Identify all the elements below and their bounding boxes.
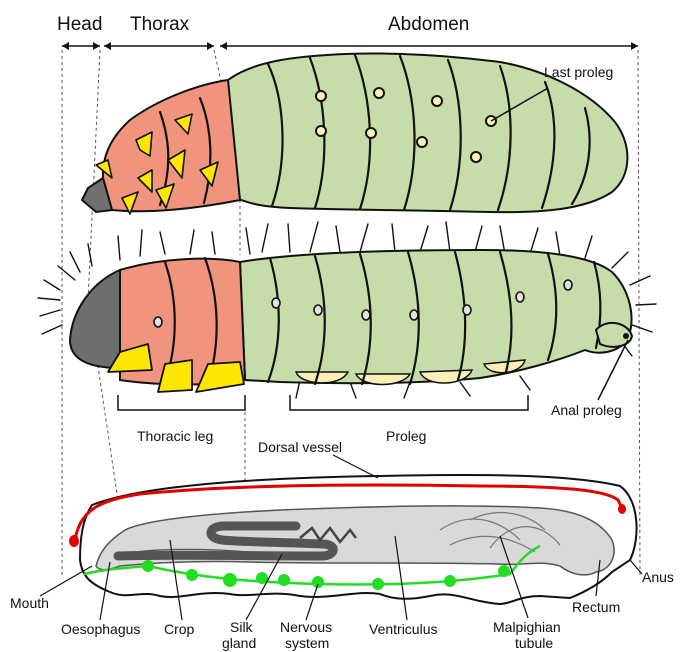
rectum-label: Rectum [572,599,620,615]
caterpillar-side-view [38,222,656,398]
crop-label: Crop [164,621,195,637]
thoracic-leg-label: Thoracic leg [137,428,213,444]
side-head [70,270,120,368]
mouth-label: Mouth [10,595,49,611]
internal-anatomy [69,475,637,604]
proleg-label: Proleg [386,428,426,444]
silk-gland-label-line1: Silk [230,619,254,635]
ventriculus-label: Ventriculus [369,621,437,637]
nervous-system-label-line1: Nervous [280,619,332,635]
oesophagus-label: Oesophagus [61,621,140,637]
last-proleg-label: Last proleg [544,64,613,80]
region-header: Head Thorax Abdomen [57,14,638,50]
side-abdomen [240,250,631,383]
anus-label: Anus [642,569,674,585]
anal-proleg-label: Anal proleg [551,402,622,418]
malpighian-label-line1: Malpighian [493,619,561,635]
nervous-system-label-line2: system [285,635,329,651]
silk-gland-label-line2: gland [222,635,256,651]
dorsal-vessel-label: Dorsal vessel [258,439,342,455]
abdomen-region-label: Abdomen [388,14,469,35]
thorax-region-label: Thorax [130,14,190,35]
malpighian-label-line2: tubule [515,635,553,651]
head-region-label: Head [57,14,102,35]
